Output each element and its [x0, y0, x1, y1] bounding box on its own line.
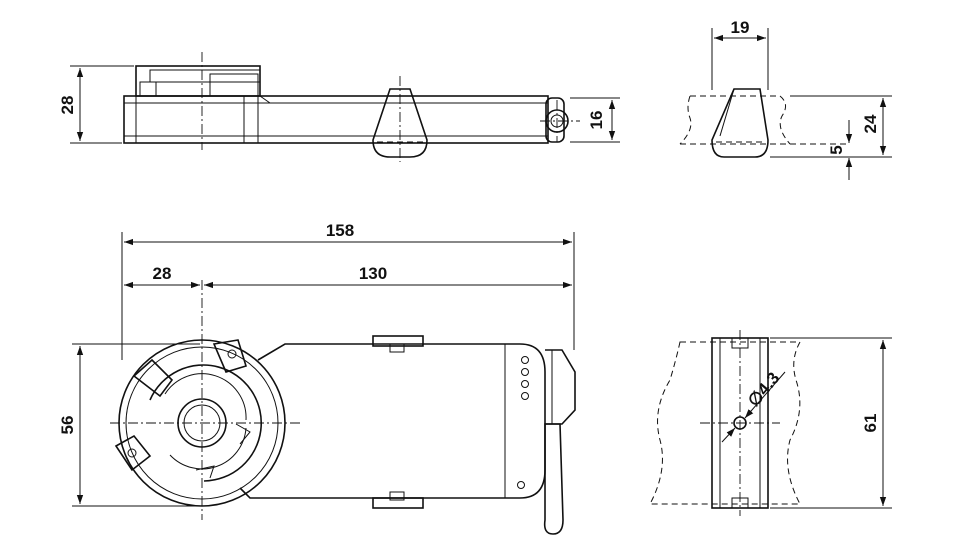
- offset-label: 28: [153, 264, 172, 283]
- clip-height-label: 24: [861, 114, 880, 133]
- side-view: 28 16: [58, 52, 620, 162]
- mount-height-label: 61: [861, 414, 880, 433]
- clip-offset-label: 5: [827, 145, 846, 154]
- clip-width-label: 19: [731, 18, 750, 37]
- mount-detail-view: ∅4.3 61: [649, 330, 892, 516]
- body-length-label: 130: [359, 264, 387, 283]
- side-axle-label: 16: [587, 111, 606, 130]
- clip-detail-view: 19 24 5: [679, 18, 892, 180]
- hole-diameter-label: ∅4.3: [744, 369, 783, 411]
- overall-length-label: 158: [326, 221, 354, 240]
- side-height-label: 28: [58, 96, 77, 115]
- front-height-label: 56: [58, 416, 77, 435]
- front-view: 158 28 130 56: [58, 221, 576, 535]
